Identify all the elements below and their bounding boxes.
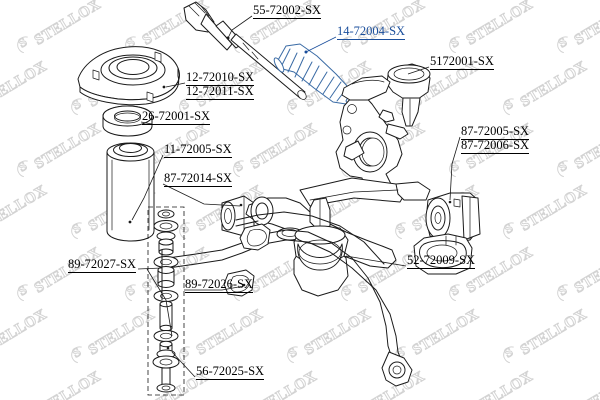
part-label-inner-tie-rod[interactable]: 55-72002-SX: [253, 3, 322, 19]
part-label-control-arm-bushing[interactable]: 87-72005-SX: [461, 124, 530, 140]
part-strut-bearing: [102, 105, 153, 137]
link-kit-dashed-box: [147, 206, 185, 396]
part-label-strut-mount-alt[interactable]: 12-72011-SX: [186, 84, 254, 100]
part-label-stabilizer-link-bolt[interactable]: 56-72025-SX: [196, 364, 265, 380]
part-label-stabilizer-bar-bushing[interactable]: 89-72026-SX: [185, 277, 254, 293]
part-bump-stop-boot: [106, 142, 155, 242]
part-stabilizer-bar: [167, 211, 413, 387]
part-label-lower-ball-joint[interactable]: 52-72009-SX: [407, 253, 476, 269]
part-stabilizer-link-stack: [152, 209, 180, 393]
part-control-arm-bushing-rear: [425, 192, 481, 243]
part-label-outer-tie-rod-end[interactable]: 5172001-SX: [430, 54, 494, 70]
part-stabilizer-bar-bushing: [223, 223, 271, 297]
part-label-strut-mount[interactable]: 12-72010-SX: [186, 70, 255, 86]
part-label-stabilizer-link-bushing-kit[interactable]: 89-72027-SX: [68, 257, 137, 273]
part-label-steering-rack-boot[interactable]: 14-72004-SX: [337, 24, 406, 40]
part-strut-mount: [77, 46, 180, 106]
part-label-bump-stop-boot[interactable]: 11-72005-SX: [164, 142, 232, 158]
part-label-control-arm-bushing-front[interactable]: 87-72014-SX: [164, 171, 233, 187]
leader-lines: [131, 15, 461, 378]
part-inner-tie-rod: [183, 1, 307, 100]
part-lower-ball-joint: [293, 197, 349, 271]
part-label-control-arm-bushing-alt[interactable]: 87-72006-SX: [461, 138, 530, 154]
part-stabilizer-bracket: [413, 233, 473, 275]
part-label-strut-bearing[interactable]: 26-72001-SX: [142, 109, 211, 125]
